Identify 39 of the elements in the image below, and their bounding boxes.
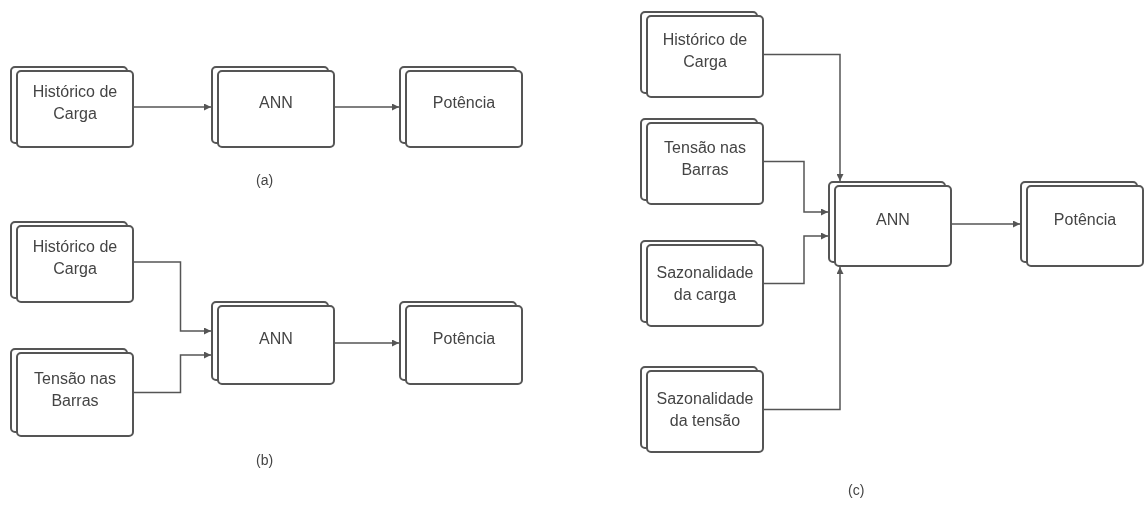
arrow [763,232,829,285]
node-text: Sazonalidade da tensão [655,388,755,431]
stacked-box [1020,181,1144,267]
node-text: Potência [432,93,496,113]
arrow [763,53,844,182]
stacked-box [828,181,952,267]
arrow [951,220,1021,228]
stacked-box [211,301,335,385]
stacked-box [640,11,764,98]
arrow [133,351,212,394]
stacked-box [399,301,523,385]
arrow [334,339,400,347]
node-text: ANN [259,93,293,113]
node-text: Sazonalidade da carga [655,262,755,305]
panel-caption: (c) [848,482,865,498]
arrow [763,266,844,411]
stacked-box [640,240,764,327]
node-text: Tensão nas Barras [33,368,117,411]
node-text: Potência [1053,210,1117,230]
arrow [334,103,400,111]
stacked-box [10,348,134,437]
node-text: Potência [432,329,496,349]
node-text: Histórico de Carga [661,29,749,72]
stacked-box [640,366,764,453]
node-text: ANN [876,210,910,230]
node-text: Histórico de Carga [31,82,119,124]
node-text: Tensão nas Barras [663,137,747,180]
arrow [133,261,212,335]
stacked-box [399,66,523,148]
stacked-box [640,118,764,205]
panel-caption: (b) [256,452,274,468]
node-text: Histórico de Carga [31,237,119,279]
node-text: ANN [259,329,293,349]
stacked-box [211,66,335,148]
stacked-box [10,66,134,148]
stacked-box [10,221,134,303]
panel-caption: (a) [256,172,274,188]
arrow [133,103,212,111]
arrow [763,160,829,216]
